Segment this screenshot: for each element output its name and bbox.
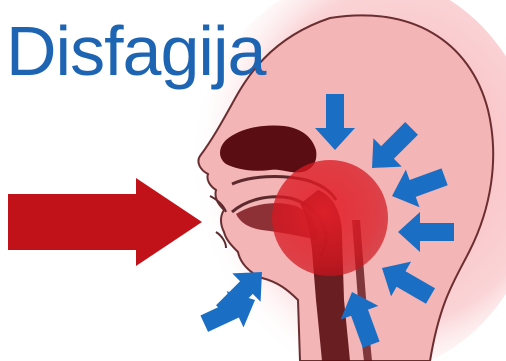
title: Disfagija [6, 16, 265, 86]
swallow-problem-spot [272, 160, 388, 276]
main-arrow-icon [8, 178, 202, 266]
